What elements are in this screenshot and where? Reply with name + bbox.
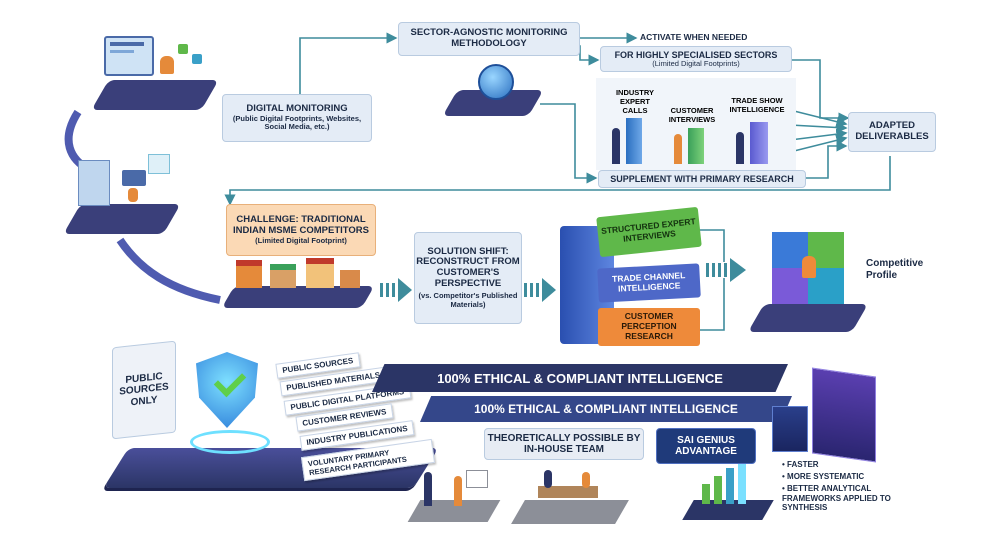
specialised-sub: (Limited Digital Footprints) <box>652 58 740 68</box>
trade-show-label: TRADE SHOW INTELLIGENCE <box>729 96 785 114</box>
advantage-item: • MORE SYSTEMATIC <box>782 472 865 482</box>
challenge-title: CHALLENGE: TRADITIONAL INDIAN MSME COMPE… <box>233 213 369 236</box>
activate-label: ACTIVATE WHEN NEEDED <box>640 32 748 42</box>
genius-label: SAI GENIUS ADVANTAGE <box>675 434 737 458</box>
inhouse-team-illustration-right <box>508 460 629 530</box>
person-icon <box>674 134 682 164</box>
digital-monitoring-title: DIGITAL MONITORING <box>246 102 348 114</box>
ethical-banner-1: 100% ETHICAL & COMPLIANT INTELLIGENCE <box>372 364 788 392</box>
solution-box: SOLUTION SHIFT: RECONSTRUCT FROM CUSTOME… <box>414 232 522 324</box>
structured-interviews-label: STRUCTURED EXPERT INTERVIEWS <box>600 216 697 244</box>
expert-calls-pillar <box>626 118 642 164</box>
solution-title: SOLUTION SHIFT: RECONSTRUCT FROM CUSTOME… <box>416 245 520 290</box>
inhouse-label: THEORETICALLY POSSIBLE BY IN-HOUSE TEAM <box>487 432 641 456</box>
supplement-box: SUPPLEMENT WITH PRIMARY RESEARCH <box>598 170 806 188</box>
customer-interviews-pillar <box>688 128 704 164</box>
trend-screen-icon <box>772 406 808 452</box>
competitive-profile-label: Competitive Profile <box>866 258 924 281</box>
perception-label: CUSTOMER PERCEPTION RESEARCH <box>621 311 677 341</box>
genius-bar-chart <box>682 464 774 524</box>
trade-show-pillar <box>750 122 768 164</box>
globe-icon <box>478 64 514 100</box>
inhouse-box: THEORETICALLY POSSIBLE BY IN-HOUSE TEAM <box>484 428 644 460</box>
person-icon <box>612 128 620 164</box>
genius-box: SAI GENIUS ADVANTAGE <box>656 428 756 464</box>
ethical-banner-1-label: 100% ETHICAL & COMPLIANT INTELLIGENCE <box>437 370 723 386</box>
line-monitoring-methodology <box>288 32 398 97</box>
digital-monitoring-sub: (Public Digital Footprints, Websites, So… <box>232 113 362 132</box>
line-specialised-adapted <box>792 59 850 124</box>
line-adapted-challenge <box>224 156 891 206</box>
person-icon <box>736 132 744 164</box>
msme-shops-illustration <box>214 256 376 310</box>
specialised-box: FOR HIGHLY SPECIALISED SECTORS (Limited … <box>600 46 792 72</box>
expert-calls-label: INDUSTRY EXPERT CALLS <box>615 88 655 115</box>
advantages-list: • FASTER • MORE SYSTEMATIC • BETTER ANAL… <box>782 460 894 512</box>
perception-card: CUSTOMER PERCEPTION RESEARCH <box>598 308 700 346</box>
shield-glow-ring <box>190 430 270 454</box>
trade-channel-card: TRADE CHANNEL INTELLIGENCE <box>597 263 701 303</box>
public-sources-only-box: PUBLIC SOURCES ONLY <box>112 340 176 440</box>
analytics-screen-icon <box>812 367 876 463</box>
supplement-label: SUPPLEMENT WITH PRIMARY RESEARCH <box>610 173 794 184</box>
specialised-title: FOR HIGHLY SPECIALISED SECTORS <box>614 49 778 60</box>
methodology-box: SECTOR-AGNOSTIC MONITORING METHODOLOGY <box>398 22 580 56</box>
customer-interviews-label: CUSTOMER INTERVIEWS <box>668 106 716 124</box>
adapted-box: ADAPTED DELIVERABLES <box>848 112 936 152</box>
ethical-banner-2: 100% ETHICAL & COMPLIANT INTELLIGENCE <box>420 396 792 422</box>
digital-monitoring-box: DIGITAL MONITORING (Public Digital Footp… <box>222 94 372 142</box>
solution-sub: (vs. Competitor's Published Materials) <box>418 291 518 309</box>
inhouse-team-illustration-left <box>404 464 501 526</box>
line-supplement <box>540 103 598 184</box>
methodology-title: SECTOR-AGNOSTIC MONITORING METHODOLOGY <box>410 27 568 49</box>
ethical-banner-2-label: 100% ETHICAL & COMPLIANT INTELLIGENCE <box>474 402 738 416</box>
analyst-room-illustration <box>62 150 181 240</box>
competitive-profile-cube <box>747 216 869 340</box>
advantage-item: • FASTER <box>782 460 819 469</box>
globe-platform-illustration <box>438 60 548 122</box>
trade-channel-label: TRADE CHANNEL INTELLIGENCE <box>611 270 686 294</box>
challenge-sub: (Limited Digital Footprint) <box>255 235 347 245</box>
adapted-title: ADAPTED DELIVERABLES <box>855 120 929 142</box>
public-sources-only-label: PUBLIC SOURCES ONLY <box>119 370 169 409</box>
advantage-item: • BETTER ANALYTICAL FRAMEWORKS APPLIED T… <box>782 484 891 512</box>
monitoring-room-illustration <box>70 28 220 120</box>
challenge-box: CHALLENGE: TRADITIONAL INDIAN MSME COMPE… <box>226 204 376 256</box>
